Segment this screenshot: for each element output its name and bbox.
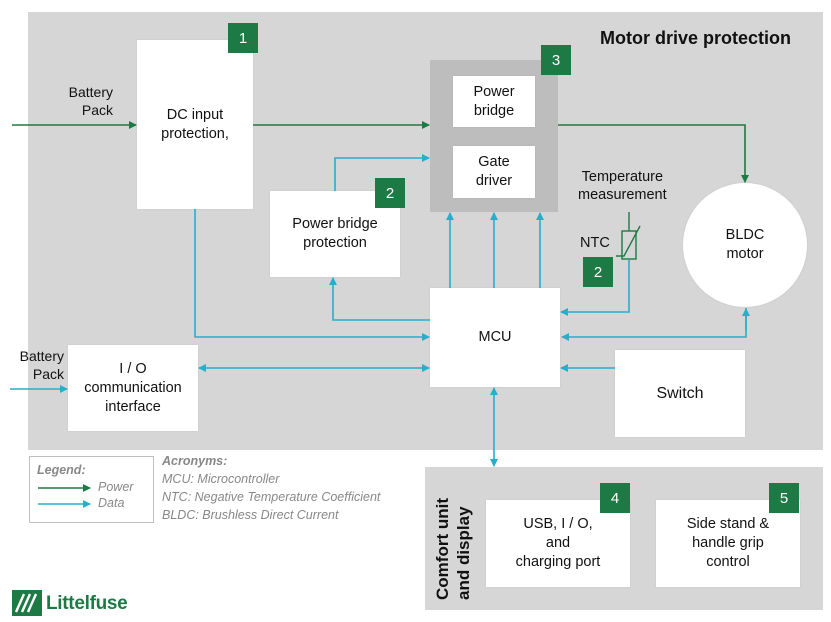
badge-3: 3 bbox=[541, 45, 571, 75]
badge-5: 5 bbox=[769, 483, 799, 513]
acronyms: Acronyms: MCU: Microcontroller NTC: Nega… bbox=[162, 452, 380, 524]
battery-pack-label-left: Battery Pack bbox=[19, 348, 64, 382]
power-bridge-block: Power bridge bbox=[453, 76, 535, 127]
legend-data-label: Data bbox=[98, 496, 125, 510]
acronym-mcu: MCU: Microcontroller bbox=[162, 472, 280, 486]
dc-input-protection-block: DC input protection, bbox=[137, 40, 253, 209]
ntc-label: NTC bbox=[580, 235, 610, 251]
badge-2-power-bridge: 2 bbox=[375, 178, 405, 208]
legend bbox=[29, 456, 154, 523]
side-stand-block: Side stand & handle grip control bbox=[656, 500, 800, 587]
usb-block: USB, I / O, and charging port bbox=[486, 500, 630, 587]
wire-ntc-to-mcu bbox=[560, 260, 630, 316]
badge-2-ntc: 2 bbox=[583, 257, 613, 287]
acronym-bldc: BLDC: Brushless Direct Current bbox=[162, 508, 339, 522]
battery-pack-label-top: Battery Pack bbox=[68, 84, 113, 118]
legend-title: Legend: bbox=[37, 463, 86, 477]
wire-pbp-to-gate bbox=[334, 154, 430, 191]
temperature-measurement-label: Temperature measurement bbox=[578, 169, 667, 203]
acronym-ntc: NTC: Negative Temperature Coefficient bbox=[162, 490, 381, 504]
ntc-thermistor-slash bbox=[616, 225, 641, 257]
io-interface-block: I / O communication interface bbox=[68, 345, 198, 431]
gate-driver-block: Gate driver bbox=[453, 146, 535, 198]
wire-power-to-bldc bbox=[558, 124, 749, 183]
bldc-motor-block: BLDC motor bbox=[683, 183, 807, 307]
badge-4: 4 bbox=[600, 483, 630, 513]
badge-1: 1 bbox=[228, 23, 258, 53]
littelfuse-logo-icon bbox=[12, 590, 42, 616]
littelfuse-logo-text: Littelfuse bbox=[46, 593, 128, 614]
wire-mcu-to-pbp bbox=[329, 277, 430, 321]
switch-block: Switch bbox=[615, 350, 745, 437]
page-title: Motor drive protection bbox=[600, 28, 792, 48]
wire-dc-to-mcu bbox=[194, 209, 430, 341]
acronyms-title: Acronyms: bbox=[162, 454, 228, 468]
mcu-block: MCU bbox=[430, 288, 560, 387]
legend-power-label: Power bbox=[98, 480, 134, 494]
